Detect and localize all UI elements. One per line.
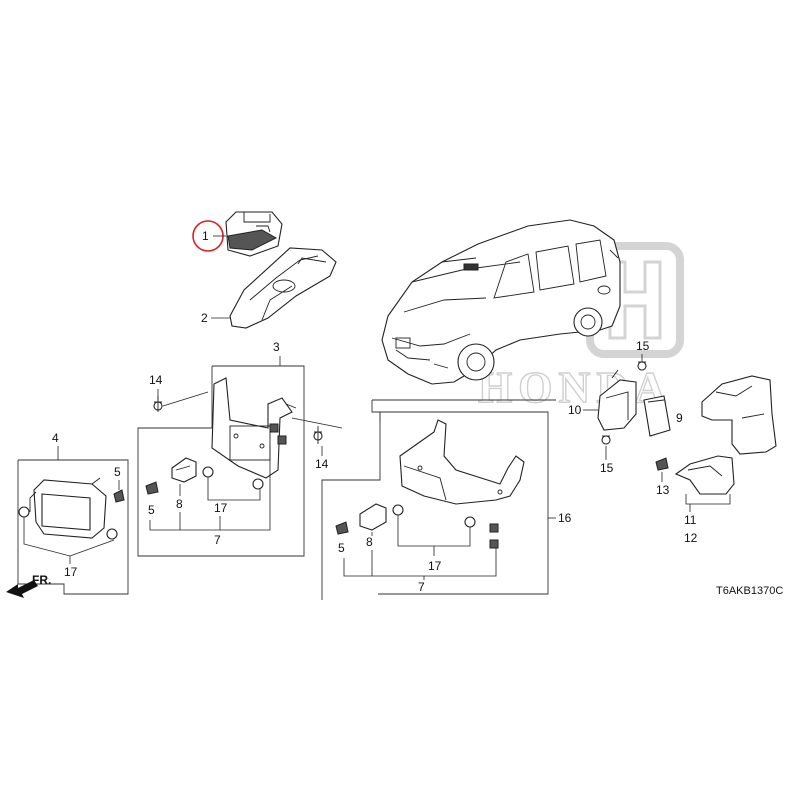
callout-17-group-16[interactable]: 17 [428,559,442,573]
callout-4[interactable]: 4 [52,431,59,445]
callout-7-group-3[interactable]: 7 [214,533,221,547]
callout-9[interactable]: 9 [676,411,683,425]
part-2-camera-cover[interactable] [229,247,337,329]
grommets-17-group-4[interactable] [18,506,118,540]
bolt-14-left[interactable] [153,396,163,412]
clip-5-group-16[interactable] [335,521,349,535]
grommets-17-group-16[interactable] [392,504,499,549]
callout-10[interactable]: 10 [568,403,582,417]
callout-16[interactable]: 16 [558,511,572,525]
callout-13[interactable]: 13 [656,483,670,497]
front-direction-arrow: FR. [6,573,51,598]
diagram-code: T6AKB1370C [716,585,783,597]
part-1-camera-unit[interactable] [225,211,283,257]
callout-17-group-3[interactable]: 17 [214,501,228,515]
sensor-8-group-16[interactable] [359,503,387,531]
part-4-radar-unit[interactable] [29,477,107,539]
callout-8-group-3[interactable]: 8 [176,497,183,511]
frame-group-16 [321,399,556,600]
callout-5-group-4[interactable]: 5 [114,465,121,479]
callout-1[interactable]: 1 [202,229,209,243]
callout-14-left[interactable]: 14 [149,373,163,387]
vehicle-illustration [381,219,621,385]
front-direction-label: FR. [32,573,51,587]
callout-15-bottom[interactable]: 15 [600,461,614,475]
bolt-15-bottom[interactable] [601,435,611,445]
part-11-12-cover[interactable] [674,375,777,495]
part-9-control-unit[interactable] [643,395,671,437]
callout-2[interactable]: 2 [201,311,208,325]
bolt-14-right[interactable] [313,426,323,444]
part-10-bracket[interactable] [597,369,637,431]
part-3-bracket[interactable] [211,377,297,479]
clip-13[interactable] [655,457,669,471]
clip-group-3-right[interactable] [269,423,287,445]
callout-12[interactable]: 12 [684,531,698,545]
frame-group-3 [137,356,305,557]
part-16-bracket[interactable] [399,419,525,505]
callout-11[interactable]: 11 [684,513,697,527]
grommets-17-group-3[interactable] [202,466,264,490]
sensor-8-group-3[interactable] [171,457,197,483]
callout-5-group-16[interactable]: 5 [338,541,345,555]
callout-7-group-16[interactable]: 7 [418,580,425,594]
callout-5-group-3[interactable]: 5 [148,503,155,517]
callout-8-group-16[interactable]: 8 [366,535,373,549]
clip-5-group-4[interactable] [113,489,125,503]
callout-17-group-4[interactable]: 17 [64,565,78,579]
bolt-15-top[interactable] [637,361,647,371]
clip-5-group-3[interactable] [145,481,159,495]
callout-3[interactable]: 3 [273,340,280,354]
callout-15-top[interactable]: 15 [636,339,650,353]
callout-14-right[interactable]: 14 [315,457,329,471]
